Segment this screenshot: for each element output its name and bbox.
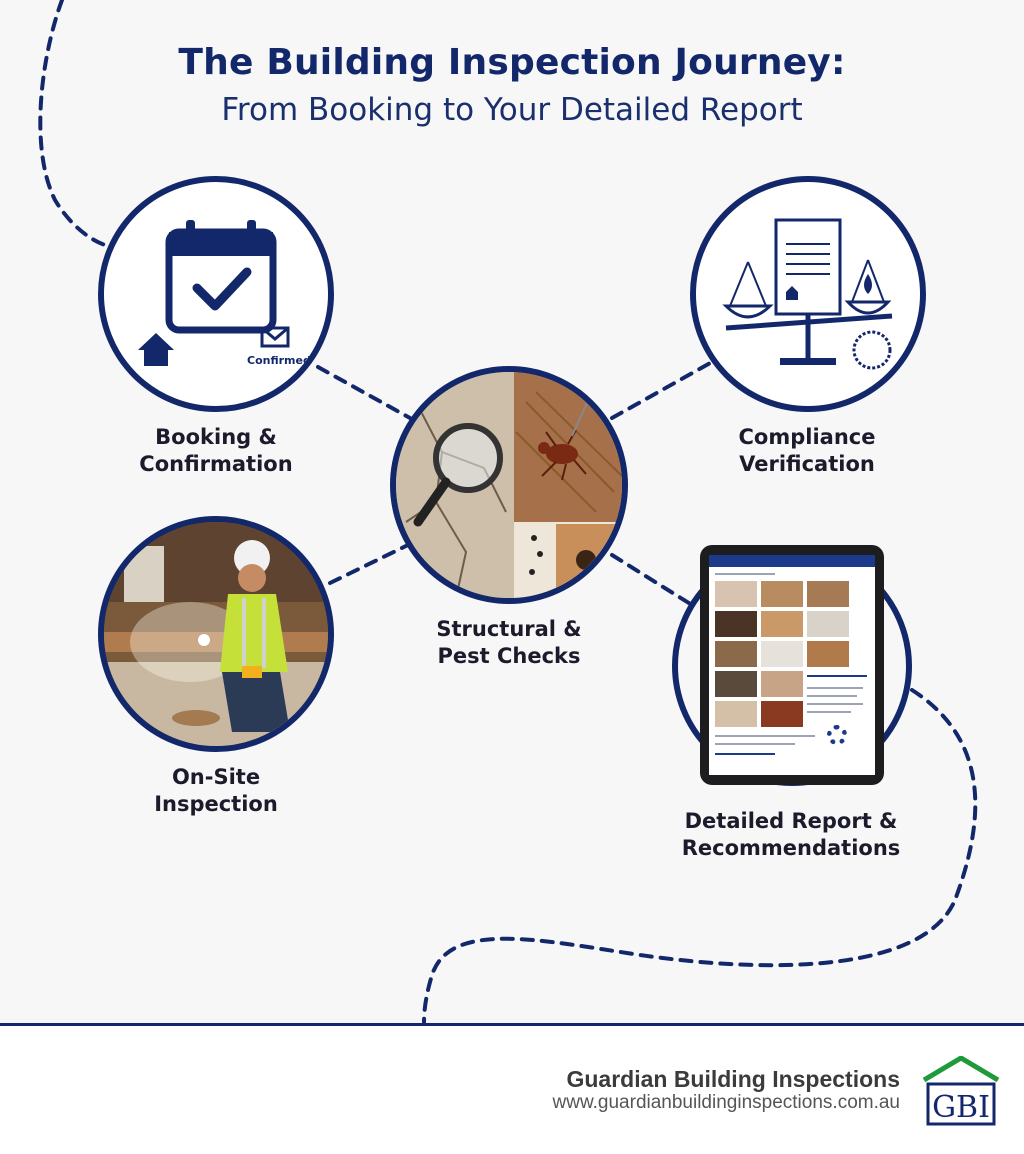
report-tablet <box>700 545 884 785</box>
house-icon <box>138 333 174 366</box>
onsite-label: On-Site Inspection <box>154 765 278 816</box>
structural-label: Structural & Pest Checks <box>436 617 582 668</box>
onsite-circle <box>98 516 334 752</box>
path-booking-to-center <box>316 365 412 420</box>
page-subtitle: From Booking to Your Detailed Report <box>221 92 803 128</box>
path-center-to-compliance <box>610 360 714 420</box>
compliance-circle <box>690 176 926 412</box>
gear-icon <box>827 725 847 745</box>
structural-circle <box>390 366 628 604</box>
compliance-label: Compliance Verification <box>738 425 876 476</box>
report-screen <box>709 555 875 775</box>
path-center-to-report <box>610 553 694 607</box>
footer-divider <box>0 1023 1024 1026</box>
inspector-photo <box>104 522 328 746</box>
booking-label: Booking & Confirmation <box>139 425 293 476</box>
path-report-loop <box>422 688 978 1024</box>
svg-text:GBI: GBI <box>932 1090 990 1125</box>
path-top-left <box>38 0 107 247</box>
booking-circle: Confirmed <box>98 176 334 412</box>
company-name: Guardian Building Inspections <box>566 1066 900 1092</box>
magnifier-termite-photo <box>396 372 622 598</box>
gbi-logo-icon: GBI <box>922 1056 1000 1126</box>
path-onsite-to-center <box>328 543 410 585</box>
scales-document-icon <box>722 218 893 370</box>
company-url[interactable]: www.guardianbuildinginspections.com.au <box>552 1092 900 1113</box>
confirmed-badge: Confirmed <box>247 354 311 367</box>
page-title: The Building Inspection Journey: <box>178 42 846 83</box>
envelope-icon <box>260 326 290 348</box>
footer <box>0 1026 1024 1154</box>
calendar-check-icon: Confirmed <box>138 220 311 367</box>
report-label: Detailed Report & Recommendations <box>681 809 901 860</box>
